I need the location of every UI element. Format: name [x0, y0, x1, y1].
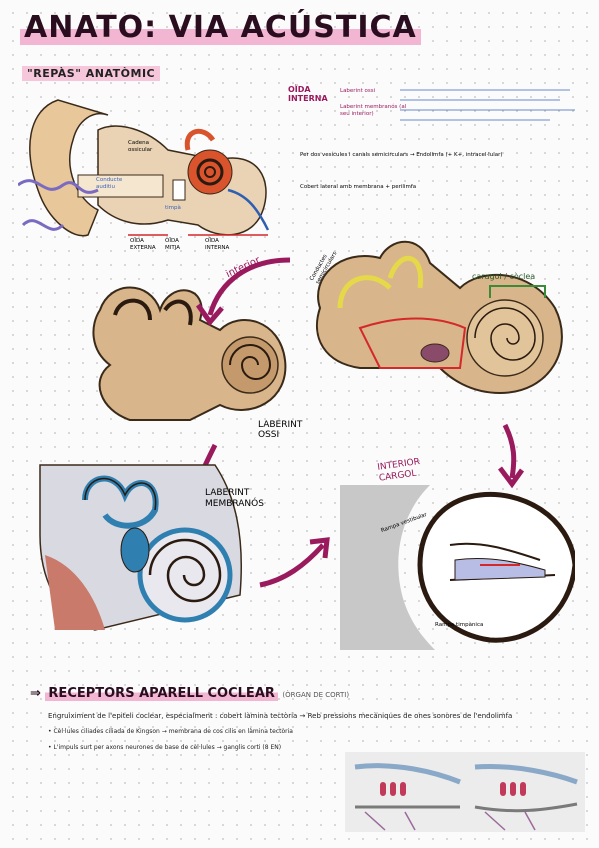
organ-of-corti-figure [345, 752, 585, 832]
membranous-labyrinth-diagram [39, 464, 243, 631]
section-line-1: Engruiximent de l'epiteli coclear, espec… [48, 712, 513, 720]
label-rampa-timpanica: Rampa timpànica [435, 622, 484, 628]
label-cadena-ossicular: Cadena ossicular [128, 140, 153, 153]
arrow-right [259, 537, 330, 588]
label-oida-mitja: OÏDA MITJA [165, 238, 181, 251]
notes-line-3: Per dos vesícules i canals semicirculars… [300, 152, 503, 158]
page-subtitle: "REPÀS" ANATÒMIC [22, 66, 161, 81]
notes-scribbles [400, 89, 575, 121]
notes-line-2: Laberint membranós (al seu interior) [340, 104, 407, 117]
section-receptors-subtitle: (ÒRGAN DE CORTI) [282, 691, 350, 699]
notes-line-1: Laberint ossi [340, 88, 376, 94]
label-caragol-coclea: caragol / còclea [472, 272, 536, 281]
label-conducte-auditiu: Conducte auditiu [96, 177, 123, 190]
notes-heading: OÏDA INTERNA [288, 85, 328, 103]
page-title: ANATO: VIA ACÚSTICA [20, 10, 421, 45]
section-receptors-title: ⇒ RECEPTORS APARELL COCLEAR (ÒRGAN DE CO… [30, 686, 350, 701]
bony-labyrinth-diagram [92, 286, 287, 421]
section-arrow-icon: ⇒ [30, 686, 46, 701]
arrow-interior [195, 257, 291, 327]
cochlea-cross-section [340, 485, 575, 650]
label-oida-externa: OÏDA EXTERNA [130, 238, 156, 251]
label-timpa: timpà [165, 205, 181, 211]
section-line-3: • L'impuls surt per axons neurones de ba… [48, 744, 282, 751]
label-laberint-membranos: LABERINT MEMBRANÓS [205, 488, 264, 509]
ear-anatomy-diagram [18, 99, 270, 237]
section-line-2: • Cèl·lules ciliades ciliada de Kingson … [48, 728, 293, 735]
label-laberint-ossi: LABERINT OSSI [258, 420, 303, 440]
arrow-down-right [498, 423, 525, 489]
label-oida-interna: OÏDA INTERNA [205, 238, 230, 251]
inner-ear-detail-diagram [315, 240, 563, 395]
notes-line-4: Cobert lateral amb membrana + perilimfa [300, 184, 417, 190]
